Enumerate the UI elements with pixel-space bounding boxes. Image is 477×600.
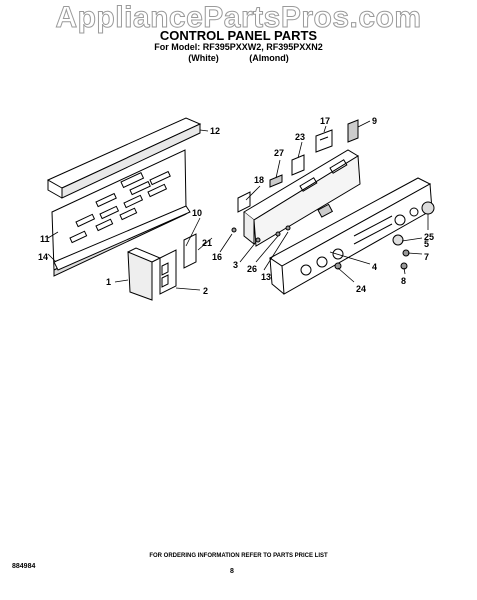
screw-part-24 <box>334 262 342 270</box>
control-panel-housing <box>243 149 361 247</box>
small-bracket-part <box>183 233 197 269</box>
clip-part-27 <box>269 174 283 188</box>
variant-labels: (White) (Almond) <box>0 53 477 63</box>
screw-part-16 <box>231 227 237 233</box>
knob-part-5 <box>392 234 404 246</box>
callout-12: 12 <box>210 126 220 136</box>
knob-part-25 <box>421 201 435 215</box>
callout-25: 25 <box>424 232 434 242</box>
document-id: 884984 <box>12 563 36 570</box>
leader-lines <box>47 120 429 291</box>
front-console-panel <box>269 177 433 295</box>
screw-part-3 <box>255 237 261 243</box>
variant-almond: (Almond) <box>249 53 289 63</box>
ordering-note: FOR ORDERING INFORMATION REFER TO PARTS … <box>149 553 328 559</box>
callout-11: 11 <box>40 234 50 244</box>
callout-27: 27 <box>274 148 284 158</box>
callout-1: 1 <box>106 277 111 287</box>
page-title: CONTROL PANEL PARTS <box>159 28 318 43</box>
model-line: For Model: RF395PXXW2, RF395PXXN2 <box>154 42 323 52</box>
callout-16: 16 <box>212 252 222 262</box>
callout-18: 18 <box>254 175 264 185</box>
callout-10: 10 <box>192 208 202 218</box>
variant-white: (White) <box>188 53 219 63</box>
watermark: AppliancePartsPros.com <box>55 1 422 35</box>
callout-4: 4 <box>372 262 377 272</box>
callout-14: 14 <box>38 252 48 262</box>
page-number: 8 <box>230 568 234 575</box>
switch-part-17 <box>315 129 333 153</box>
screw-part-13 <box>285 225 291 231</box>
callout-24: 24 <box>356 284 366 294</box>
callout-3: 3 <box>233 260 238 270</box>
callout-2: 2 <box>203 286 208 296</box>
end-bracket-right <box>159 249 177 295</box>
bracket-part-23 <box>291 154 305 176</box>
callout-8: 8 <box>401 276 406 286</box>
callout-17: 17 <box>320 116 330 126</box>
callout-5: 5 <box>424 239 429 249</box>
callout-7: 7 <box>424 252 429 262</box>
bottom-strip-part <box>53 205 191 271</box>
callout-23: 23 <box>295 132 305 142</box>
clip-part-18 <box>237 191 251 213</box>
screw-part-26 <box>275 231 281 237</box>
callout-9: 9 <box>372 116 377 126</box>
switch-part-9 <box>347 119 359 143</box>
end-bracket-left <box>127 247 162 301</box>
callout-21: 21 <box>202 238 212 248</box>
callout-13: 13 <box>261 272 271 282</box>
callout-26: 26 <box>247 264 257 274</box>
top-trim-part <box>46 117 202 199</box>
